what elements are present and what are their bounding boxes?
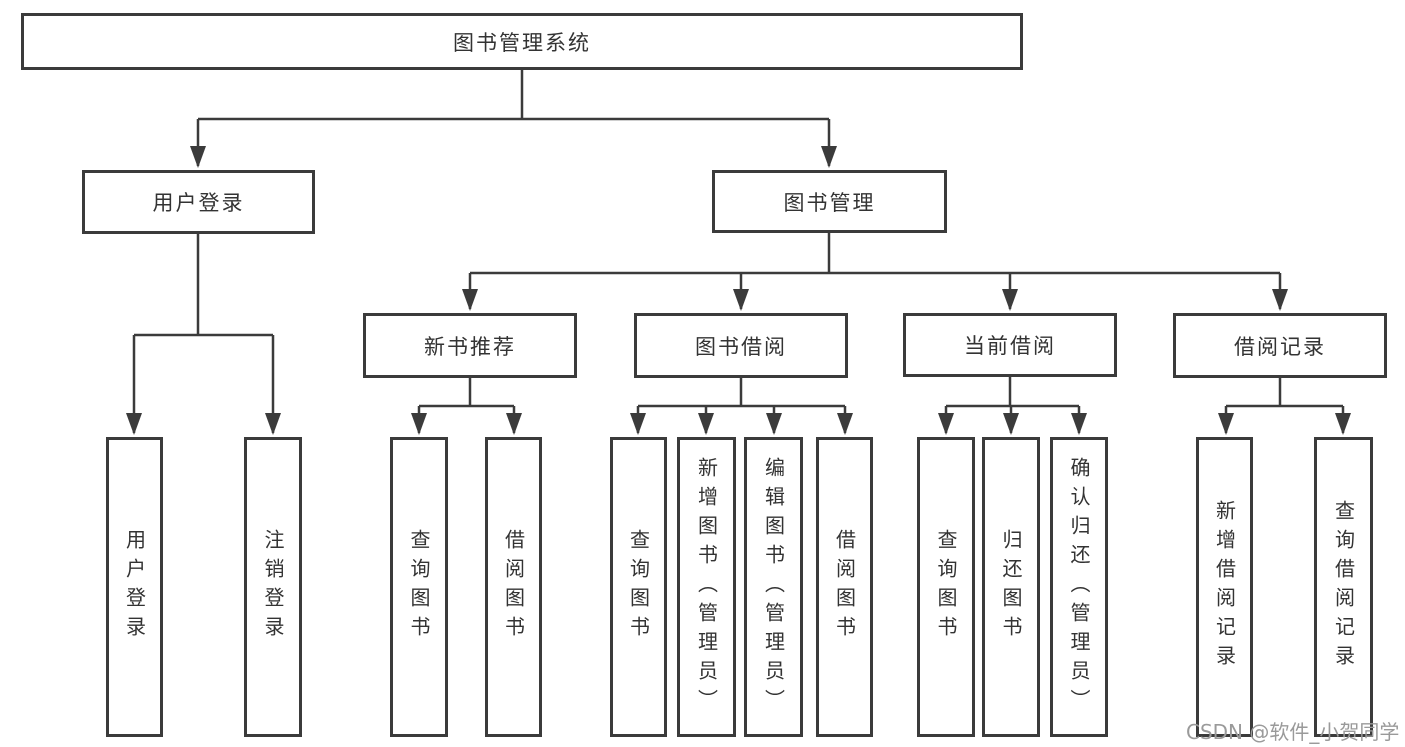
node-label: 用户登录 xyxy=(152,191,245,215)
node-label: 编辑图书（管理员） xyxy=(761,456,786,718)
leaf-query-books-current: 查询图书 xyxy=(917,437,975,737)
node-label: 新书推荐 xyxy=(424,334,516,359)
connector-borrow-records-children xyxy=(1218,378,1351,435)
node-label: 图书借阅 xyxy=(695,334,787,359)
connector-root-to-level2 xyxy=(190,69,837,168)
node-label: 归还图书 xyxy=(999,529,1023,645)
connector-current-borrowing-children xyxy=(938,377,1087,435)
leaf-borrow-books: 借阅图书 xyxy=(816,437,873,737)
csdn-watermark: CSDN @软件_小贺同学 xyxy=(1186,720,1400,744)
node-new-book-recommend: 新书推荐 xyxy=(363,313,577,378)
node-user-login: 用户登录 xyxy=(82,170,315,234)
leaf-query-books-borrowing: 查询图书 xyxy=(610,437,667,737)
connector-user-login-children xyxy=(126,234,281,435)
connector-book-management-children xyxy=(462,233,1288,311)
node-library-system-root: 图书管理系统 xyxy=(21,13,1023,70)
leaf-borrow-books-recommend: 借阅图书 xyxy=(485,437,542,737)
node-label: 借阅图书 xyxy=(501,529,526,645)
node-label: 确认归还（管理员） xyxy=(1067,456,1091,718)
node-label: 查询图书 xyxy=(934,529,958,645)
node-label: 借阅图书 xyxy=(832,529,857,645)
node-label: 新增借阅记录 xyxy=(1212,500,1237,674)
leaf-query-borrow-record: 查询借阅记录 xyxy=(1314,437,1373,737)
connector-new-book-recommend-children xyxy=(411,378,522,435)
node-current-borrowing: 当前借阅 xyxy=(903,313,1117,377)
node-label: 图书管理系统 xyxy=(453,30,591,55)
node-book-management: 图书管理 xyxy=(712,170,947,233)
leaf-add-books-admin: 新增图书（管理员） xyxy=(677,437,736,737)
connector-book-borrowing-children xyxy=(630,378,853,435)
node-label: 查询图书 xyxy=(626,529,651,645)
node-book-borrowing: 图书借阅 xyxy=(634,313,848,378)
node-borrow-records: 借阅记录 xyxy=(1173,313,1387,378)
node-label: 查询图书 xyxy=(407,529,431,645)
node-label: 当前借阅 xyxy=(964,334,1056,358)
leaf-query-books-recommend: 查询图书 xyxy=(390,437,448,737)
node-label: 借阅记录 xyxy=(1234,334,1326,359)
leaf-return-books: 归还图书 xyxy=(982,437,1040,737)
leaf-logout: 注销登录 xyxy=(244,437,302,737)
leaf-user-login: 用户登录 xyxy=(106,437,163,737)
leaf-add-borrow-record: 新增借阅记录 xyxy=(1196,437,1253,737)
node-label: 查询借阅记录 xyxy=(1331,500,1356,674)
node-label: 注销登录 xyxy=(261,529,285,645)
node-label: 图书管理 xyxy=(783,190,876,215)
node-label: 用户登录 xyxy=(122,529,147,645)
node-label: 新增图书（管理员） xyxy=(694,456,719,718)
leaf-edit-books-admin: 编辑图书（管理员） xyxy=(744,437,803,737)
leaf-confirm-return-admin: 确认归还（管理员） xyxy=(1050,437,1108,737)
